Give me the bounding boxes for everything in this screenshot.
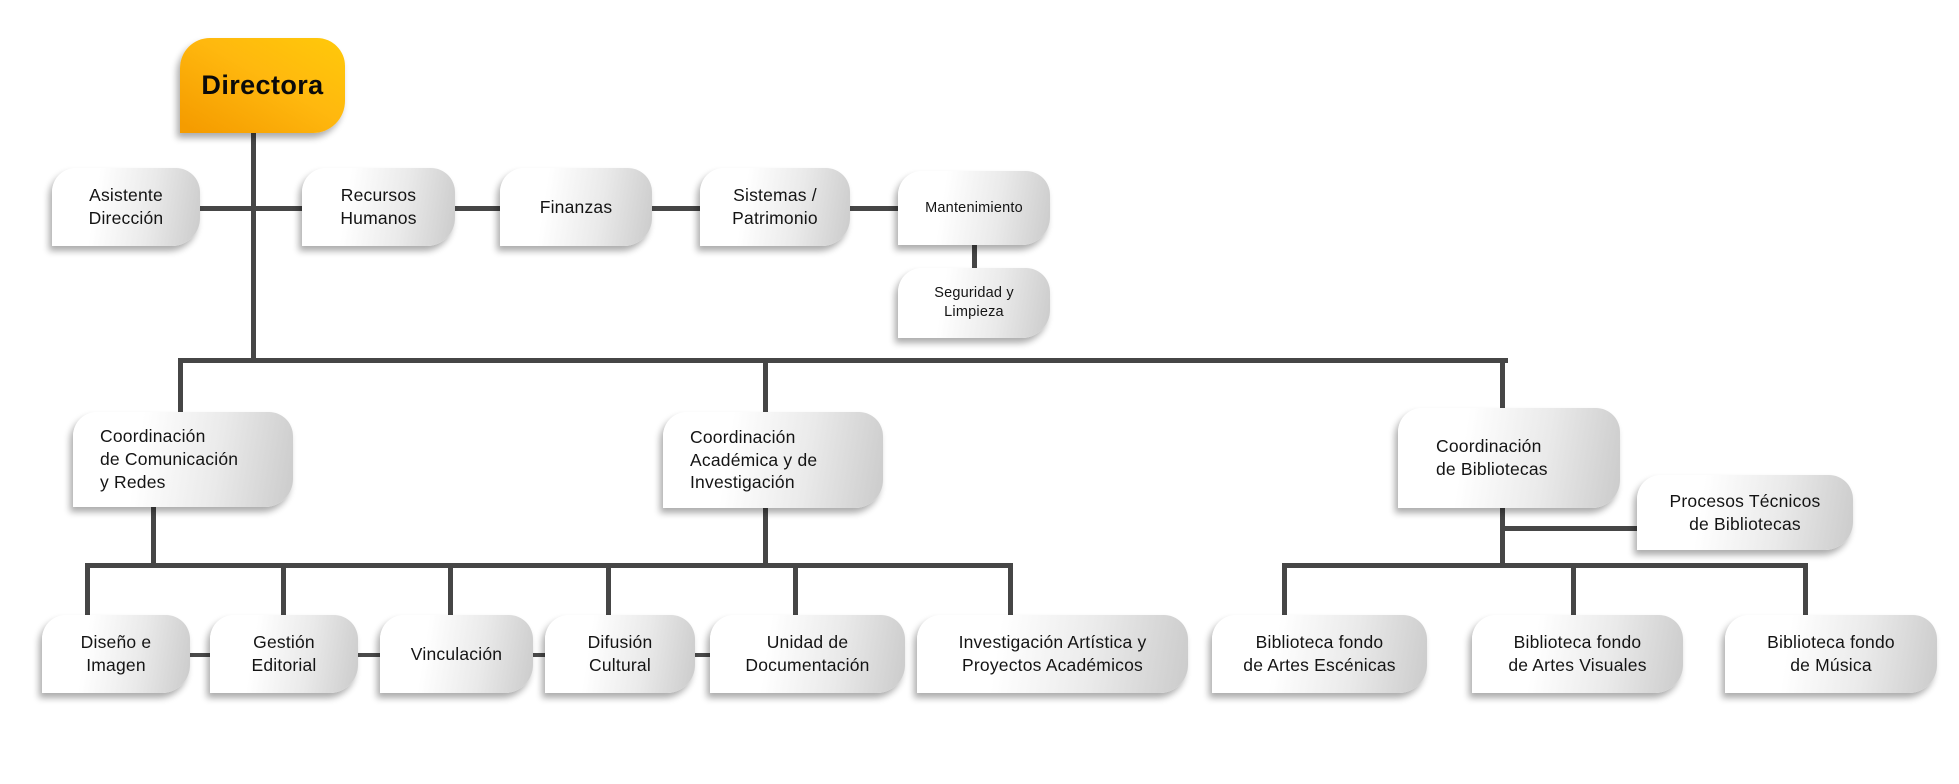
org-node-diseno-imagen: Diseño e Imagen: [42, 615, 190, 693]
connector-drop-musica: [1803, 565, 1808, 619]
org-node-procesos-tecnicos-label: Procesos Técnicos de Bibliotecas: [1669, 490, 1821, 534]
org-node-investigacion-artistica: Investigación Artística y Proyectos Acad…: [917, 615, 1188, 693]
connector-comunicacion-down: [151, 503, 156, 568]
org-node-asistente-direccion-label: Asistente Dirección: [88, 185, 164, 228]
org-node-biblioteca-visuales: Biblioteca fondo de Artes Visuales: [1472, 615, 1683, 693]
org-node-diseno-imagen-label: Diseño e Imagen: [80, 632, 152, 675]
org-node-finanzas-label: Finanzas: [539, 196, 613, 217]
connector-academica-down: [763, 505, 768, 568]
connector-bibliotecas-down: [1500, 505, 1505, 568]
org-node-sistemas-patrimonio: Sistemas / Patrimonio: [700, 168, 850, 246]
org-node-investigacion-artistica-label: Investigación Artística y Proyectos Acad…: [958, 632, 1147, 675]
connector-level3-bar: [178, 358, 1508, 363]
org-node-unidad-documentacion-label: Unidad de Documentación: [745, 632, 870, 675]
org-node-asistente-direccion: Asistente Dirección: [52, 168, 200, 246]
connector-bottomright-bar: [1282, 563, 1808, 568]
connector-drop-comunicacion: [178, 360, 183, 415]
connector-diseno-gestion: [188, 653, 212, 657]
org-node-coordinacion-academica-label: Coordinación Académica y de Investigació…: [690, 426, 818, 493]
org-node-coordinacion-academica: Coordinación Académica y de Investigació…: [663, 412, 883, 508]
org-node-biblioteca-visuales-label: Biblioteca fondo de Artes Visuales: [1508, 632, 1647, 675]
connector-vinculacion-difusion: [531, 653, 547, 657]
org-node-vinculacion-label: Vinculación: [410, 643, 503, 664]
org-node-coordinacion-bibliotecas-label: Coordinación de Bibliotecas: [1436, 436, 1548, 479]
connector-drop-escenicas: [1282, 565, 1287, 619]
org-node-vinculacion: Vinculación: [380, 615, 533, 693]
org-node-gestion-editorial: Gestión Editorial: [210, 615, 358, 693]
connector-difusion-unidad: [693, 653, 717, 657]
connector-directora-trunk: [251, 130, 256, 363]
org-node-coordinacion-comunicacion-label: Coordinación de Comunicación y Redes: [100, 426, 239, 492]
connector-drop-unidad: [793, 565, 798, 618]
connector-drop-visuales: [1571, 565, 1576, 619]
connector-drop-diseno: [85, 565, 90, 618]
connector-drop-gestion: [281, 565, 286, 618]
org-node-difusion-cultural-label: Difusión Cultural: [587, 632, 653, 675]
connector-mantenimiento-seguridad: [972, 243, 977, 270]
connector-gestion-vinculacion: [356, 653, 382, 657]
connector-procesos-branch: [1502, 526, 1642, 531]
org-node-unidad-documentacion: Unidad de Documentación: [710, 615, 905, 693]
connector-drop-bibliotecas: [1500, 360, 1505, 412]
org-node-directora-label: Directora: [201, 69, 324, 100]
org-node-gestion-editorial-label: Gestión Editorial: [251, 632, 317, 675]
org-node-recursos-humanos: Recursos Humanos: [302, 168, 455, 246]
connector-drop-academica: [763, 360, 768, 415]
org-node-recursos-humanos-label: Recursos Humanos: [340, 185, 417, 228]
org-node-coordinacion-comunicacion: Coordinación de Comunicación y Redes: [73, 412, 293, 507]
connector-drop-investigacion: [1008, 565, 1013, 618]
connector-drop-difusion: [606, 565, 611, 618]
org-node-seguridad-limpieza-label: Seguridad y Limpieza: [934, 285, 1014, 320]
org-node-coordinacion-bibliotecas: Coordinación de Bibliotecas: [1398, 408, 1620, 508]
connector-bottomleft-bar: [85, 563, 1013, 568]
org-node-finanzas: Finanzas: [500, 168, 652, 246]
org-node-difusion-cultural: Difusión Cultural: [545, 615, 695, 693]
org-node-biblioteca-musica-label: Biblioteca fondo de Música: [1767, 632, 1895, 675]
org-node-biblioteca-escenicas-label: Biblioteca fondo de Artes Escénicas: [1243, 632, 1396, 675]
org-node-biblioteca-escenicas: Biblioteca fondo de Artes Escénicas: [1212, 615, 1427, 693]
org-node-biblioteca-musica: Biblioteca fondo de Música: [1725, 615, 1937, 693]
org-node-procesos-tecnicos: Procesos Técnicos de Bibliotecas: [1637, 475, 1853, 550]
connector-drop-vinculacion: [448, 565, 453, 618]
org-node-directora: Directora: [180, 38, 345, 133]
org-node-seguridad-limpieza: Seguridad y Limpieza: [898, 268, 1050, 338]
org-node-sistemas-patrimonio-label: Sistemas / Patrimonio: [732, 185, 818, 228]
org-node-mantenimiento-label: Mantenimiento: [925, 199, 1023, 216]
org-node-mantenimiento: Mantenimiento: [898, 171, 1050, 245]
